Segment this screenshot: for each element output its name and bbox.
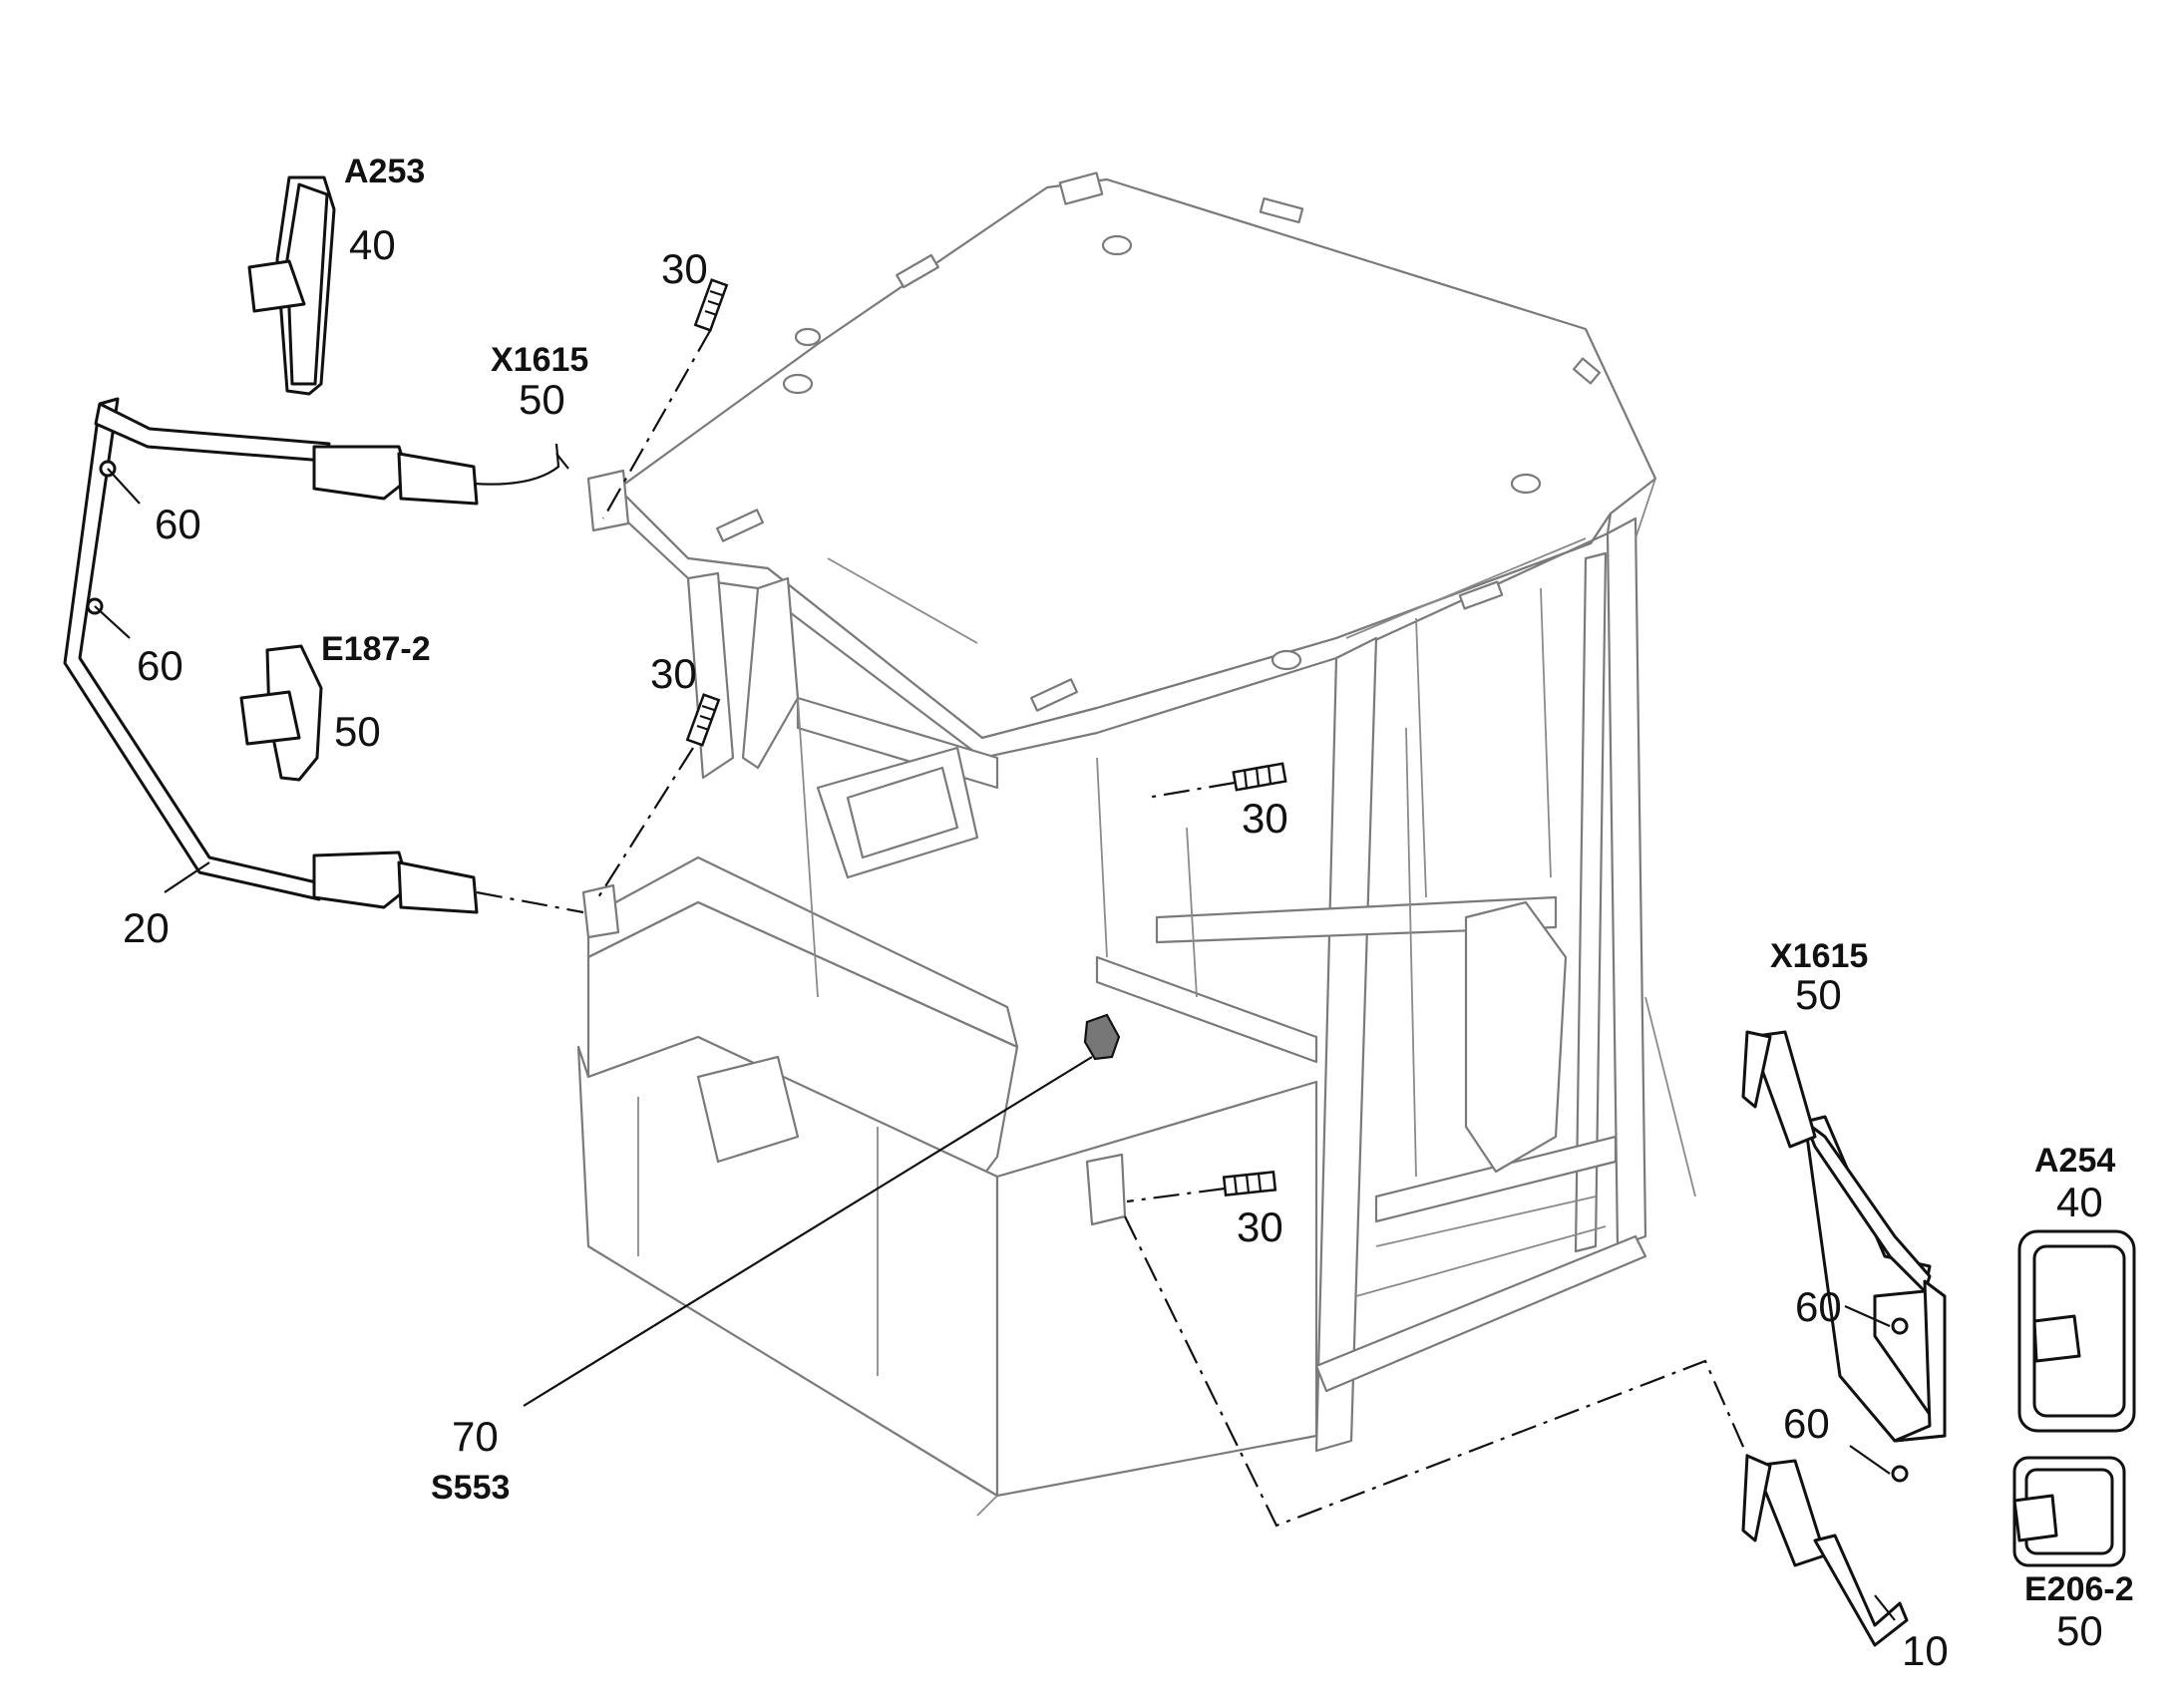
right-arm-lower-tube — [1813, 1534, 1909, 1647]
left-light-E187-2 — [239, 644, 323, 782]
label-A254: A254 — [2034, 1142, 2115, 1180]
cab-interior-lines — [637, 478, 1696, 1517]
right-mirror-A254 — [2017, 1229, 2136, 1433]
mirror-mount-bracket-lower-left — [581, 883, 620, 939]
spring-lower — [1222, 1171, 1277, 1196]
label-20: 20 — [123, 904, 170, 951]
cab-cross-member-3 — [1155, 895, 1558, 944]
left-arm-lower-clamp — [312, 851, 411, 909]
label-10: 10 — [1902, 1627, 1949, 1674]
label-60-left-upper: 60 — [155, 501, 201, 547]
label-A253: A253 — [344, 153, 425, 190]
right-arm-bend — [1893, 1279, 1947, 1443]
right-arm-upper-bracket — [1741, 1030, 1772, 1109]
cab-pillar-front-left — [741, 576, 800, 770]
label-60-left-lower: 60 — [137, 642, 183, 689]
label-50-light-left: 50 — [334, 708, 381, 755]
label-50-light-right: 50 — [2056, 1607, 2103, 1654]
right-light-E206-2 — [2012, 1456, 2126, 1567]
cab-dash-box — [696, 1055, 800, 1164]
label-40-left: 40 — [349, 221, 396, 268]
left-mirror-A253 — [247, 175, 336, 396]
right-arm-lower-bracket — [1741, 1454, 1772, 1542]
label-50-harness-right: 50 — [1795, 971, 1842, 1018]
switch-S553 — [1083, 1013, 1121, 1061]
cab-pillar-right-mid — [1574, 551, 1608, 1253]
label-E206-2: E206-2 — [2024, 1570, 2134, 1608]
callout-labels: A253 40 X1615 50 60 60 E187-2 50 20 30 3… — [123, 153, 2134, 1674]
mirror-mount-bracket-right — [1085, 1153, 1127, 1226]
cab-console-inner — [846, 766, 959, 859]
spring-center — [1232, 762, 1287, 792]
cab-seat-bracket — [1464, 900, 1568, 1174]
left-arm-lower-bracket — [397, 860, 479, 914]
spring-mid — [685, 693, 721, 747]
label-30-center: 30 — [1242, 795, 1288, 842]
cab-cross-member-1 — [1095, 955, 1318, 1064]
cab-frame — [576, 171, 1696, 1517]
cab-floor-rail-rear — [1374, 1135, 1618, 1223]
cab-floor-rail — [1314, 1234, 1647, 1393]
right-clip-upper — [1891, 1317, 1909, 1335]
label-30-top: 30 — [661, 245, 708, 292]
label-60-right-upper: 60 — [1795, 1283, 1842, 1330]
label-40-right: 40 — [2056, 1179, 2103, 1225]
roof-details — [716, 171, 1602, 712]
label-60-right-lower: 60 — [1783, 1400, 1830, 1447]
left-mirror-arm — [63, 397, 560, 914]
spring-top — [693, 278, 729, 332]
left-arm-upper-clamp — [312, 445, 411, 501]
left-arm-upper-tube — [94, 402, 331, 463]
cab-roof-edge — [611, 487, 1613, 760]
leader-lines — [94, 468, 1896, 1621]
label-30-lower: 30 — [1237, 1203, 1283, 1250]
right-mirror-arm — [1741, 1030, 1947, 1647]
label-70: 70 — [452, 1413, 499, 1460]
label-E187-2: E187-2 — [321, 630, 431, 668]
label-X1615-right: X1615 — [1770, 937, 1868, 975]
cab-pillar-right-rear — [1606, 516, 1647, 1248]
label-X1615-left: X1615 — [491, 341, 588, 379]
cab-pillar-front-right — [1314, 636, 1378, 1453]
label-50-harness-left: 50 — [519, 376, 565, 423]
mirror-mount-bracket-left — [586, 469, 630, 532]
left-arm-upper-bracket — [397, 452, 479, 506]
label-S553: S553 — [431, 1469, 510, 1507]
label-30-mid: 30 — [650, 650, 697, 697]
assembly-lines — [476, 328, 1749, 1528]
cab-lower-side-panel — [995, 1080, 1318, 1498]
left-harness-cable — [473, 443, 560, 486]
right-clip-lower — [1891, 1465, 1909, 1483]
